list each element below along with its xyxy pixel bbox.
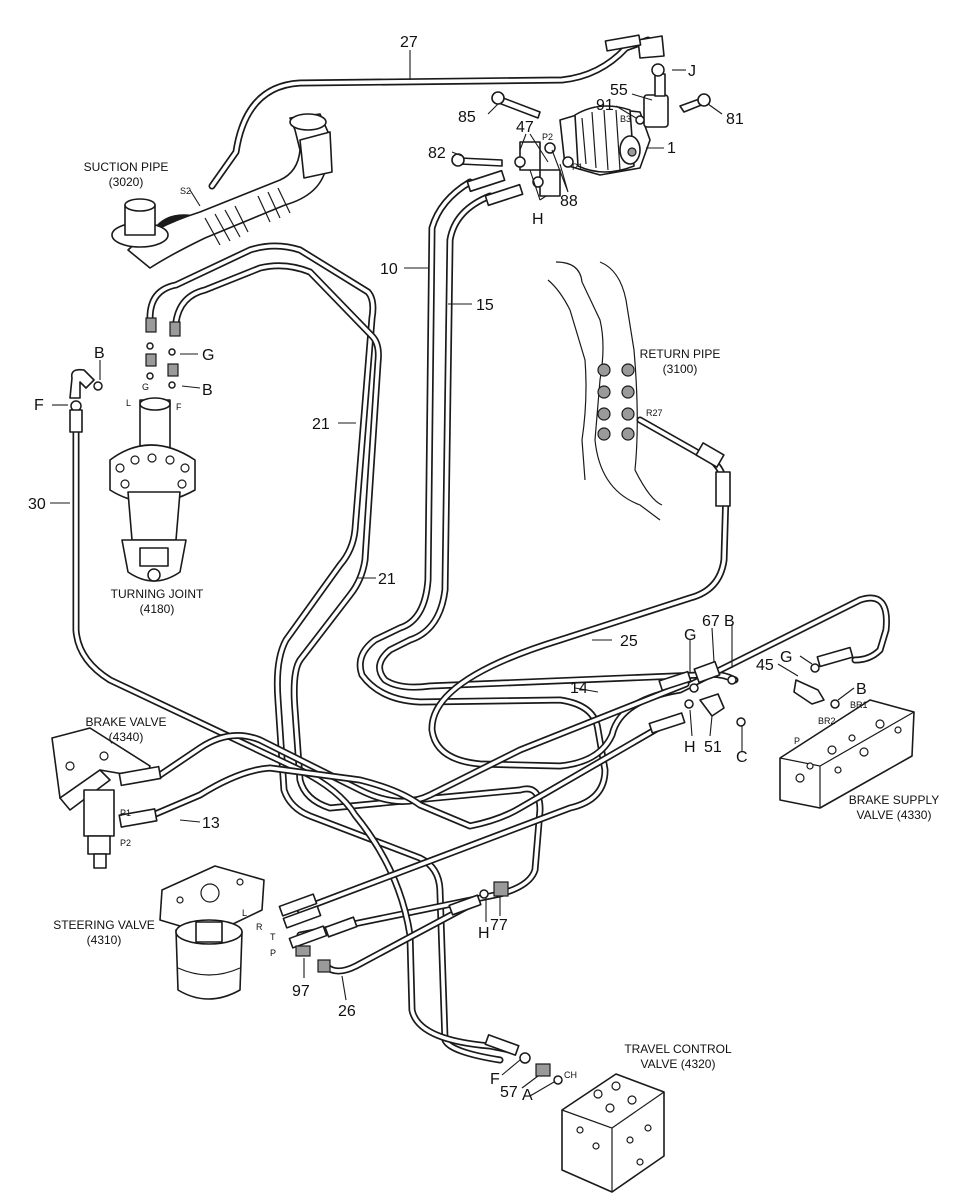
callout-88: 88 — [560, 193, 578, 210]
callout-26: 26 — [338, 1003, 356, 1020]
hose-13 — [142, 723, 664, 830]
callout-13: 13 — [202, 815, 220, 832]
port-P-bs: P — [794, 736, 800, 746]
port-F-tj: F — [176, 402, 182, 412]
label-turning-joint-num: (4180) — [140, 602, 175, 616]
callout-77: 77 — [490, 917, 508, 934]
hose-lines — [72, 36, 890, 1064]
brake-valve — [51, 727, 162, 869]
port-BR2: BR2 — [818, 716, 836, 726]
hydraulic-pump — [451, 34, 711, 207]
port-P1-pump: P1 — [572, 162, 583, 172]
label-suction-pipe: SUCTION PIPE — [84, 160, 169, 174]
callout-82: 82 — [428, 145, 446, 162]
label-turning-joint: TURNING JOINT — [111, 587, 204, 601]
label-travel-control-valve-num: VALVE (4320) — [641, 1057, 716, 1071]
port-G-tj: G — [142, 382, 149, 392]
label-return-pipe: RETURN PIPE — [640, 347, 721, 361]
label-brake-valve: BRAKE VALVE — [86, 715, 167, 729]
label-return-pipe-num: (3100) — [663, 362, 698, 376]
callout-H-top: H — [532, 211, 544, 228]
port-P2-pump: P2 — [542, 132, 553, 142]
callout-27: 27 — [400, 34, 418, 51]
port-CH: CH — [564, 1070, 577, 1080]
port-P2-bv: P2 — [120, 838, 131, 848]
label-steering-valve-num: (4310) — [87, 933, 122, 947]
port-L-tj: L — [126, 398, 131, 408]
callout-J: J — [688, 63, 696, 80]
label-travel-control-valve: TRAVEL CONTROL — [624, 1042, 732, 1056]
callout-91: 91 — [596, 97, 614, 114]
port-BR1: BR1 — [850, 700, 868, 710]
callout-21b: 21 — [378, 571, 396, 588]
label-brake-valve-num: (4340) — [109, 730, 144, 744]
brake-supply-valve — [648, 646, 915, 809]
callout-B-tj2: B — [202, 382, 213, 399]
suction-pipe — [111, 113, 333, 269]
callout-30: 30 — [28, 496, 46, 513]
callout-G-bs2: G — [780, 649, 792, 666]
travel-control-valve — [448, 881, 665, 1193]
port-L-sv: L — [242, 908, 247, 918]
port-S2: S2 — [180, 186, 191, 196]
callout-G-bs: G — [684, 627, 696, 644]
callout-15: 15 — [476, 297, 494, 314]
callout-55: 55 — [610, 82, 628, 99]
callout-14: 14 — [570, 680, 588, 697]
callout-H-bs: H — [684, 739, 696, 756]
leader-lines — [50, 50, 855, 1097]
callout-A-tc: A — [522, 1087, 533, 1104]
callout-H-sv: H — [478, 925, 490, 942]
port-T-sv: T — [270, 932, 276, 942]
callout-45: 45 — [756, 657, 774, 674]
steering-valve — [159, 865, 358, 1000]
turning-joint — [69, 317, 196, 582]
callout-57: 57 — [500, 1084, 518, 1101]
port-R-sv: R — [256, 922, 263, 932]
callout-51: 51 — [704, 739, 722, 756]
port-P1-bv: P1 — [120, 808, 131, 818]
callout-B-bs: B — [724, 613, 735, 630]
callout-F-tc: F — [490, 1071, 500, 1088]
callout-81: 81 — [726, 111, 744, 128]
port-B3: B3 — [620, 114, 631, 124]
port-labels: S2 P2 P1 B3 L G F R27 BR1 BR2 P P1 P2 L … — [120, 114, 868, 1080]
callout-10: 10 — [380, 261, 398, 278]
callout-B-bs2: B — [856, 681, 867, 698]
component-labels: SUCTION PIPE (3020) TURNING JOINT (4180)… — [53, 160, 939, 1071]
callout-67: 67 — [702, 613, 720, 630]
label-steering-valve: STEERING VALVE — [53, 918, 155, 932]
port-R27: R27 — [646, 408, 663, 418]
callout-G-tj: G — [202, 347, 214, 364]
callout-97: 97 — [292, 983, 310, 1000]
callout-21a: 21 — [312, 416, 330, 433]
port-P-sv: P — [270, 948, 276, 958]
callout-numbers: 27 J 55 91 81 85 47 82 1 88 H 10 15 G B … — [28, 34, 867, 1104]
label-brake-supply-valve: BRAKE SUPPLY — [849, 793, 939, 807]
callout-B-tj1: B — [94, 345, 105, 362]
callout-25: 25 — [620, 633, 638, 650]
callout-C-bs: C — [736, 749, 748, 766]
hose-25 — [428, 416, 890, 770]
callout-1: 1 — [667, 140, 676, 157]
label-suction-pipe-num: (3020) — [109, 175, 144, 189]
callout-F-tj: F — [34, 397, 44, 414]
label-brake-supply-valve-num: VALVE (4330) — [857, 808, 932, 822]
callout-85: 85 — [458, 109, 476, 126]
return-pipe — [547, 261, 731, 521]
callout-47: 47 — [516, 119, 534, 136]
